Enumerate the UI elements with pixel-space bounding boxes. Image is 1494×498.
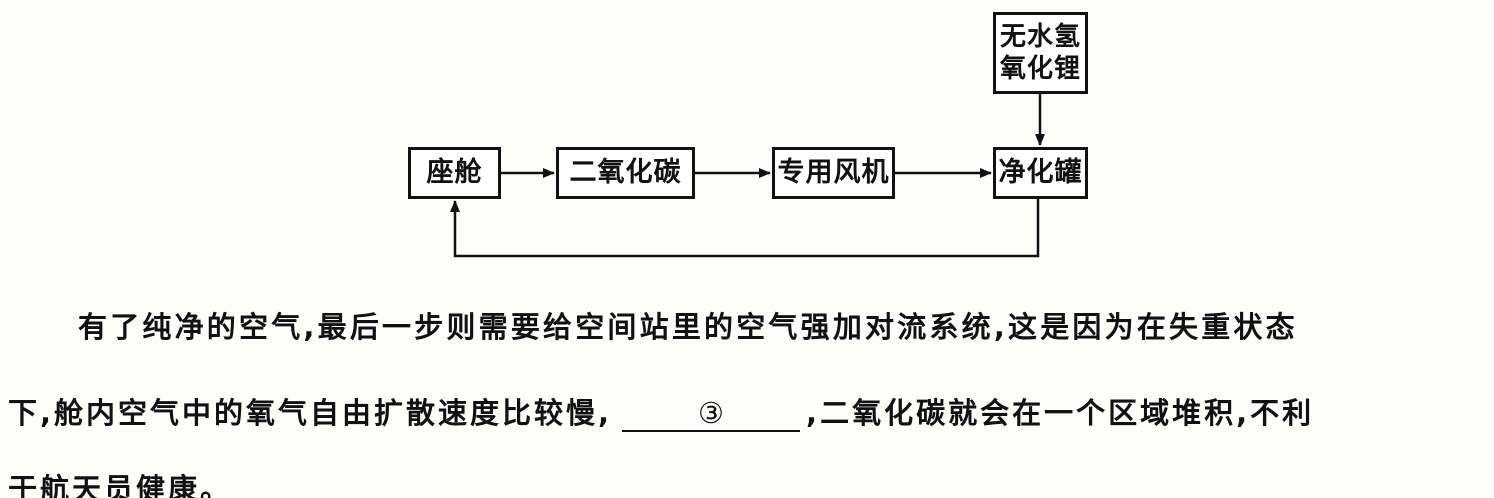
flow-arrows	[450, 94, 1045, 258]
line2-after-blank: ,二氧化碳就会在一个区域堆积,不利	[806, 396, 1315, 430]
paragraph-line-3: 于航天员健康。	[8, 472, 233, 498]
node-lioh-label-line2: 氧化锂	[999, 54, 1081, 84]
node-anhydrous-lioh: 无水氢 氧化锂	[993, 12, 1088, 94]
node-cabin-label: 座舱	[426, 157, 483, 189]
node-fan: 专用风机	[772, 147, 895, 199]
line2-before-blank: 下,舱内空气中的氧气自由扩散速度比较慢,	[8, 396, 613, 430]
fill-in-blank-3: ③	[622, 396, 801, 432]
node-lioh-label-line1: 无水氢	[999, 21, 1081, 52]
arrow-tank-return-to-cabin	[450, 199, 1040, 258]
node-cabin: 座舱	[408, 147, 501, 199]
flow-diagram: 座舱 二氧化碳 专用风机 净化罐 无水氢 氧化锂	[408, 12, 1088, 258]
paragraph-line-2: 下,舱内空气中的氧气自由扩散速度比较慢, ③,二氧化碳就会在一个区域堆积,不利	[8, 390, 1494, 432]
paragraph-line-1: 有了纯净的空气,最后一步则需要给空间站里的空气强加对流系统,这是因为在失重状态	[78, 310, 1298, 344]
node-co2-label: 二氧化碳	[569, 157, 682, 189]
node-fan-label: 专用风机	[777, 157, 890, 189]
node-purifier-tank-label: 净化罐	[998, 157, 1083, 189]
node-co2: 二氧化碳	[556, 147, 695, 199]
node-purifier-tank: 净化罐	[993, 147, 1088, 199]
